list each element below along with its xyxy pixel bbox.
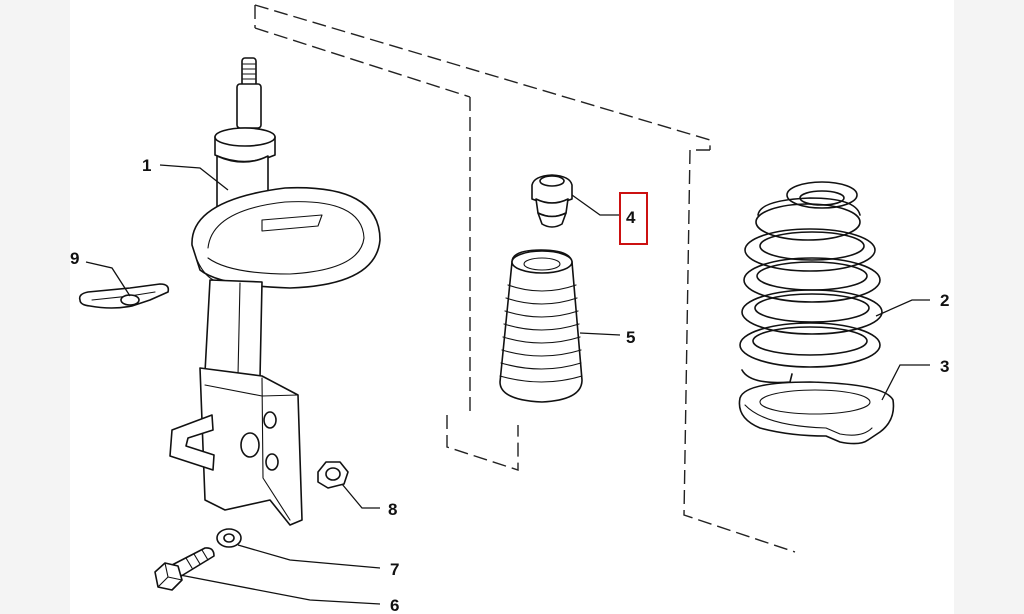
part-3-spring-seat[interactable] [738,381,895,445]
part-5-dust-boot[interactable] [499,249,583,403]
part-2-coil-spring[interactable] [739,181,883,384]
callout-label-6: 6 [390,596,399,614]
callout-label-8: 8 [388,500,397,519]
part-8-nut[interactable] [317,461,349,489]
callout-label-7: 7 [390,560,399,579]
callout-label-9: 9 [70,249,79,268]
callout-label-5: 5 [626,328,635,347]
assembly-dashed-lines [254,4,796,553]
callout-labels: 1 2 3 4 5 6 7 8 9 [70,156,949,614]
callout-label-3: 3 [940,357,949,376]
leader-lines [85,164,930,605]
callout-label-1: 1 [142,156,151,175]
callout-highlight-box [619,192,648,245]
callout-label-2: 2 [940,291,949,310]
callout-label-4[interactable]: 4 [626,208,636,227]
part-6-bolt[interactable] [154,547,215,591]
part-7-washer[interactable] [216,528,242,548]
part-4-bump-stop[interactable] [531,174,573,228]
part-1-shock-absorber-strut[interactable] [169,57,381,526]
